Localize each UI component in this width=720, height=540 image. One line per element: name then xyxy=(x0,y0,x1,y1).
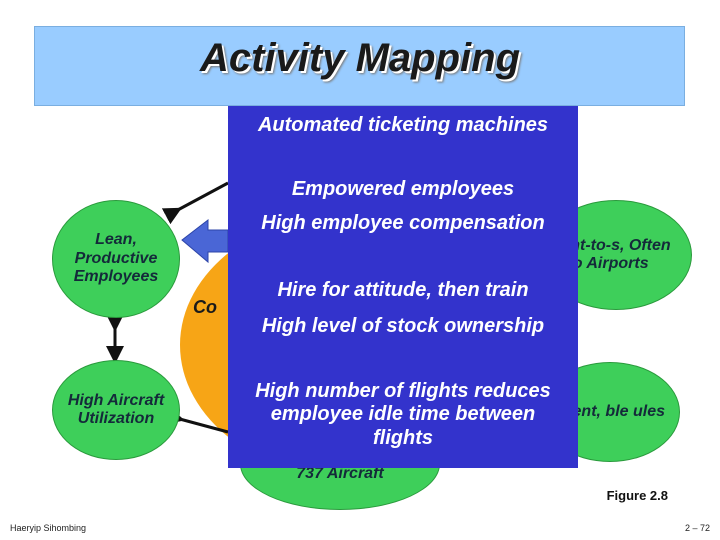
node-lean-productive-employees: Lean, Productive Employees xyxy=(52,200,180,318)
overlay-item-stock-ownership: High level of stock ownership xyxy=(261,315,545,337)
author-footer: Haeryip Sihombing xyxy=(10,523,87,533)
core-label: Co xyxy=(193,297,217,317)
title-band xyxy=(34,26,685,106)
connector-core-lean-block-arrow xyxy=(181,218,229,264)
slide-title: Activity Mapping xyxy=(199,36,521,80)
overlay-item-automated-ticketing: Automated ticketing machines xyxy=(257,114,549,136)
overlay-item-empowered-employees: Empowered employees xyxy=(291,178,515,200)
connector-aircraft-bottom xyxy=(164,406,229,434)
overlay-panel: Automated ticketing machines Empowered e… xyxy=(228,106,578,468)
overlay-item-hire-for-attitude: Hire for attitude, then train xyxy=(277,279,529,301)
page-number: 2 – 72 xyxy=(684,523,710,533)
connector-lean-top xyxy=(161,181,229,225)
node-high-aircraft-utilization: High Aircraft Utilization xyxy=(52,360,180,460)
figure-label: Figure 2.8 xyxy=(606,488,668,503)
overlay-item-number-of-flights: High number of flights reduces employee … xyxy=(255,380,551,449)
overlay-item-high-compensation: High employee compensation xyxy=(261,212,545,234)
